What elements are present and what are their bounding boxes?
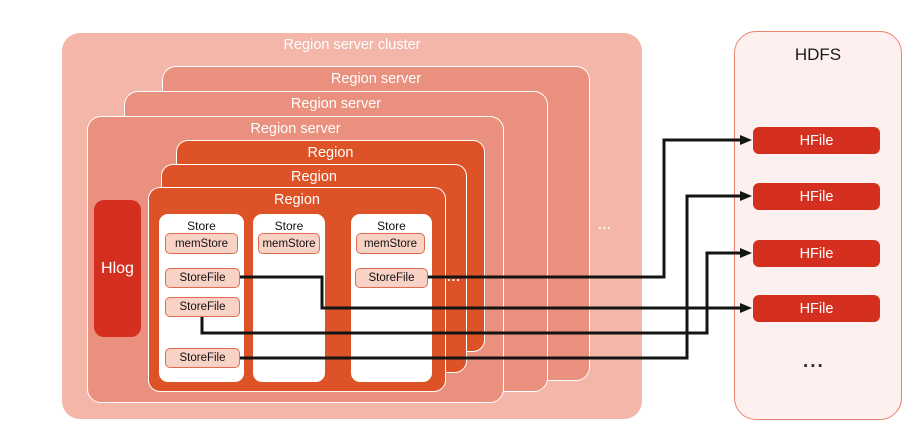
region-server-cluster-title: Region server cluster [283, 37, 421, 53]
memstore-chip: memStore [258, 233, 320, 254]
region-server-label: Region server [330, 71, 422, 87]
hfile-box: HFile [753, 295, 880, 322]
storefile-chip: StoreFile [165, 297, 240, 317]
more-stores-ellipsis: ... [447, 269, 461, 284]
region-label: Region [291, 169, 337, 185]
region-server-label: Region server [250, 121, 341, 137]
region-label: Region [307, 145, 354, 161]
hfile-box: HFile [753, 127, 880, 154]
region-label: Region [274, 192, 320, 208]
store-title: Store [274, 219, 304, 233]
store-title: Store [377, 219, 406, 233]
hfile-box: HFile [753, 183, 880, 210]
more-region-servers-ellipsis: ... [598, 217, 612, 232]
storefile-chip: StoreFile [165, 348, 240, 368]
storefile-chip: StoreFile [165, 268, 240, 288]
region-server-label: Region server [290, 96, 382, 112]
storefile-chip: StoreFile [355, 268, 428, 288]
hfile-box: HFile [753, 240, 880, 267]
memstore-chip: memStore [165, 233, 238, 254]
store-title: Store [187, 219, 216, 233]
hdfs-title: HDFS [794, 45, 842, 64]
hdfs-box: HDFS [734, 31, 902, 420]
more-hfiles-ellipsis: ... [803, 351, 825, 372]
memstore-chip: memStore [356, 233, 425, 254]
hlog-box: Hlog [94, 200, 141, 337]
